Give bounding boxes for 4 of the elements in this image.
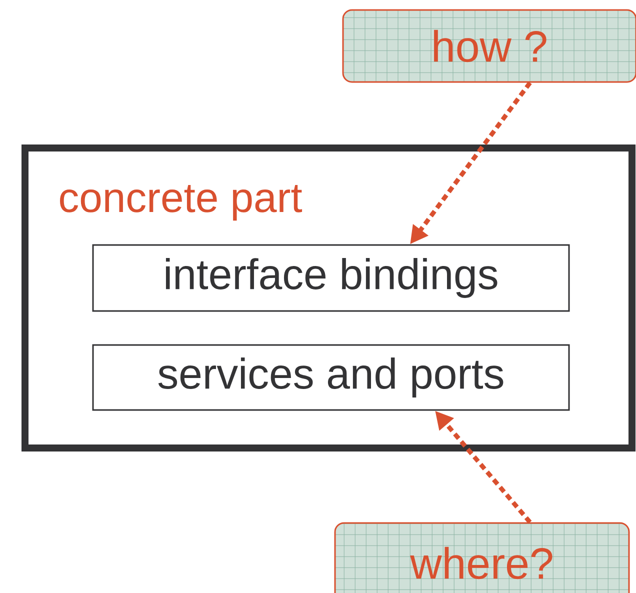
section-box: interface bindings	[92, 244, 570, 312]
callout-box: where?	[334, 522, 630, 593]
section-box: services and ports	[92, 344, 570, 411]
callout-box: how ?	[342, 9, 636, 83]
